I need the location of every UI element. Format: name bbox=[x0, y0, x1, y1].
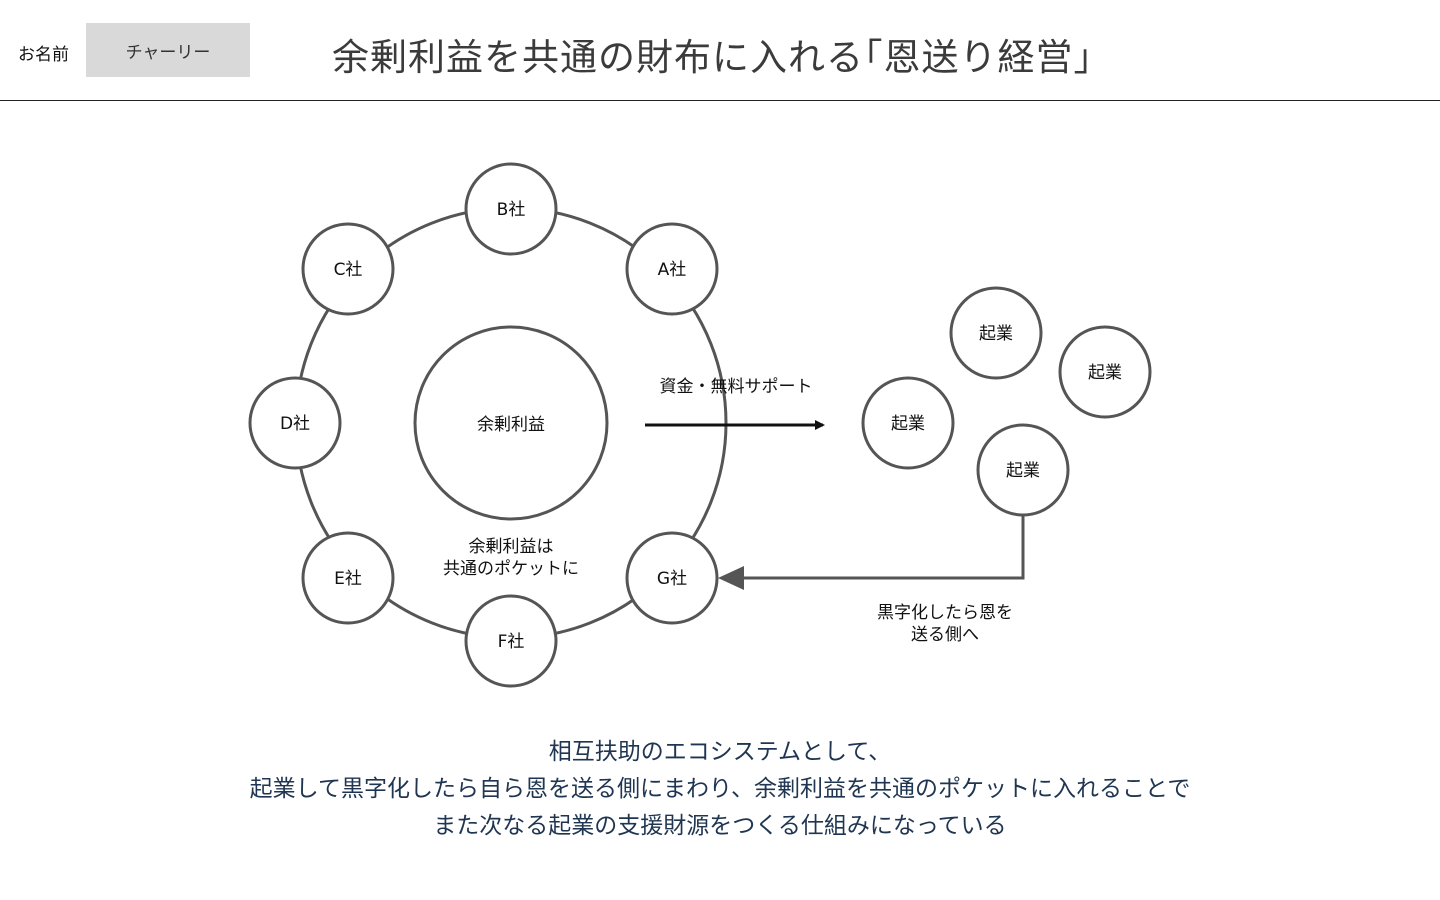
return-arrowhead bbox=[718, 566, 744, 590]
header: お名前 チャーリー 余剰利益を共通の財布に入れる｢恩送り経営｣ bbox=[0, 0, 1440, 101]
company-label: G社 bbox=[657, 569, 687, 589]
startup-node: 起業 bbox=[949, 286, 1043, 380]
startup-node: 起業 bbox=[1058, 325, 1152, 419]
page-title: 余剰利益を共通の財布に入れる｢恩送り経営｣ bbox=[332, 36, 1093, 79]
return-label-line2: 送る側へ bbox=[911, 625, 979, 645]
return-connector bbox=[742, 515, 1025, 580]
caption-line3: また次なる起業の支援財源をつくる仕組みになっている bbox=[433, 813, 1007, 839]
startup-node: 起業 bbox=[976, 423, 1070, 517]
company-label: E社 bbox=[334, 569, 362, 589]
startup-label: 起業 bbox=[979, 324, 1013, 344]
caption: 相互扶助のエコシステムとして、 起業して黒字化したら自ら恩を送る側にまわり、余剰… bbox=[0, 734, 1440, 845]
name-field[interactable]: チャーリー bbox=[86, 23, 250, 77]
company-node-b: B社 bbox=[464, 162, 558, 256]
startup-label: 起業 bbox=[1006, 461, 1040, 481]
company-node-g: G社 bbox=[625, 531, 719, 625]
company-node-a: A社 bbox=[625, 222, 719, 316]
company-node-e: E社 bbox=[301, 531, 395, 625]
funding-arrow-label: 資金・無料サポート bbox=[660, 377, 813, 397]
startup-label: 起業 bbox=[1088, 363, 1122, 383]
surplus-profit-label: 余剰利益 bbox=[477, 415, 545, 435]
startup-node: 起業 bbox=[861, 376, 955, 470]
company-node-c: C社 bbox=[301, 222, 395, 316]
name-label: お名前 bbox=[18, 45, 69, 65]
company-label: D社 bbox=[280, 414, 310, 434]
ring-note-line2: 共通のポケットに bbox=[443, 559, 579, 579]
company-label: A社 bbox=[658, 260, 687, 280]
startup-label: 起業 bbox=[891, 414, 925, 434]
company-node-d: D社 bbox=[248, 376, 342, 470]
company-label: C社 bbox=[334, 260, 363, 280]
caption-line2: 起業して黒字化したら自ら恩を送る側にまわり、余剰利益を共通のポケットに入れること… bbox=[249, 776, 1191, 802]
company-label: F社 bbox=[498, 632, 525, 652]
ring-note-line1: 余剰利益は bbox=[469, 537, 554, 557]
company-label: B社 bbox=[497, 200, 526, 220]
caption-line1: 相互扶助のエコシステムとして、 bbox=[548, 739, 892, 765]
company-node-f: F社 bbox=[464, 594, 558, 688]
return-label-line1: 黒字化したら恩を bbox=[877, 603, 1013, 623]
surplus-profit-circle bbox=[413, 325, 609, 521]
